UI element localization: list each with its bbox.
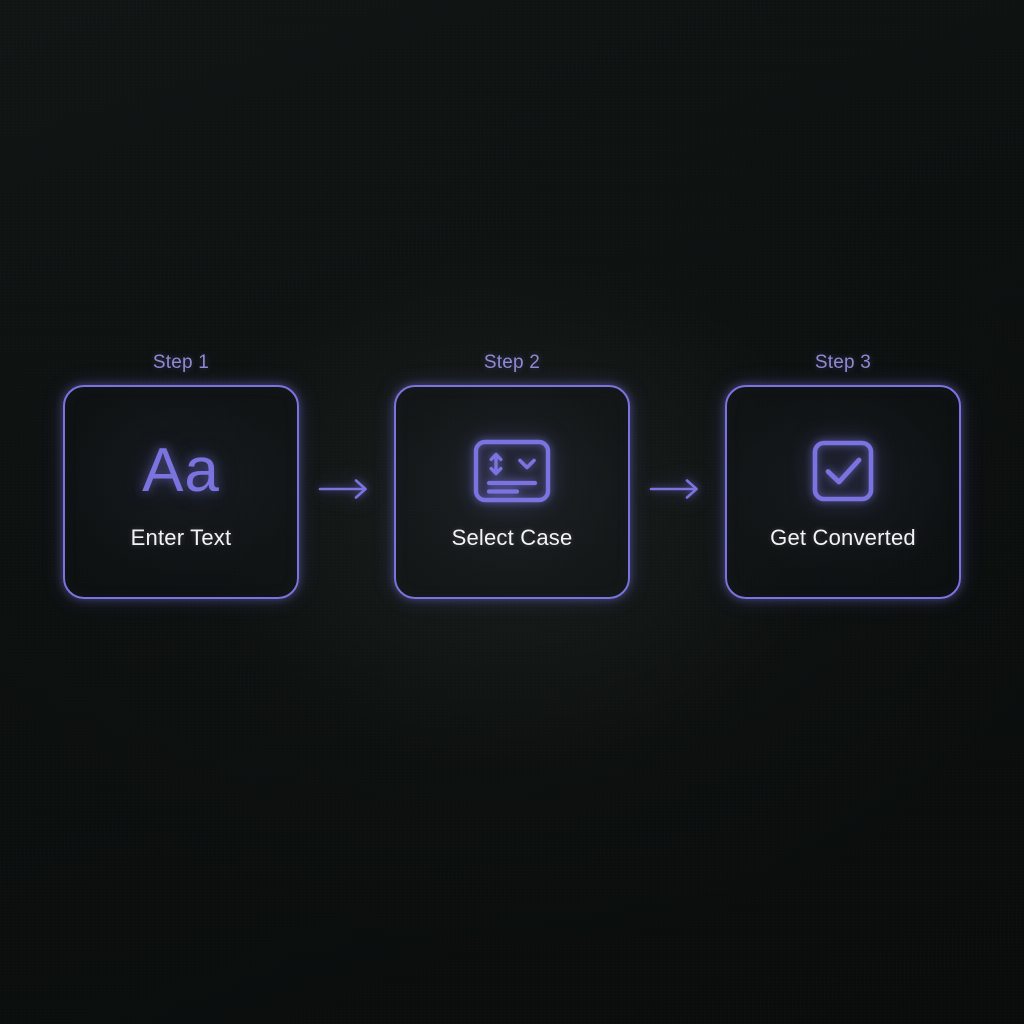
checkbox-checked-icon — [810, 433, 876, 509]
step-label-2: Step 2 — [483, 352, 541, 373]
step-card-1[interactable]: Aa Enter Text — [63, 385, 299, 599]
step-label-1: Step 1 — [152, 352, 210, 373]
aa-text-icon: Aa — [142, 433, 220, 509]
step-flow-diagram: Step 1 Aa Enter Text Step 2 — [0, 352, 1024, 599]
step-card-title-1: Enter Text — [130, 525, 232, 550]
step-card-2[interactable]: Select Case — [394, 385, 630, 599]
step-card-title-2: Select Case — [451, 525, 573, 550]
step-column-3: Step 3 Get Converted — [725, 352, 961, 599]
step-card-title-3: Get Converted — [770, 525, 916, 550]
step-card-3[interactable]: Get Converted — [725, 385, 961, 599]
step-label-3: Step 3 — [814, 352, 872, 373]
aa-glyph: Aa — [142, 436, 220, 505]
step-column-1: Step 1 Aa Enter Text — [63, 352, 299, 599]
arrow-right-icon — [630, 382, 725, 596]
case-selector-icon — [472, 433, 552, 509]
step-column-2: Step 2 Select Case — [394, 352, 630, 599]
arrow-right-icon — [299, 382, 394, 596]
